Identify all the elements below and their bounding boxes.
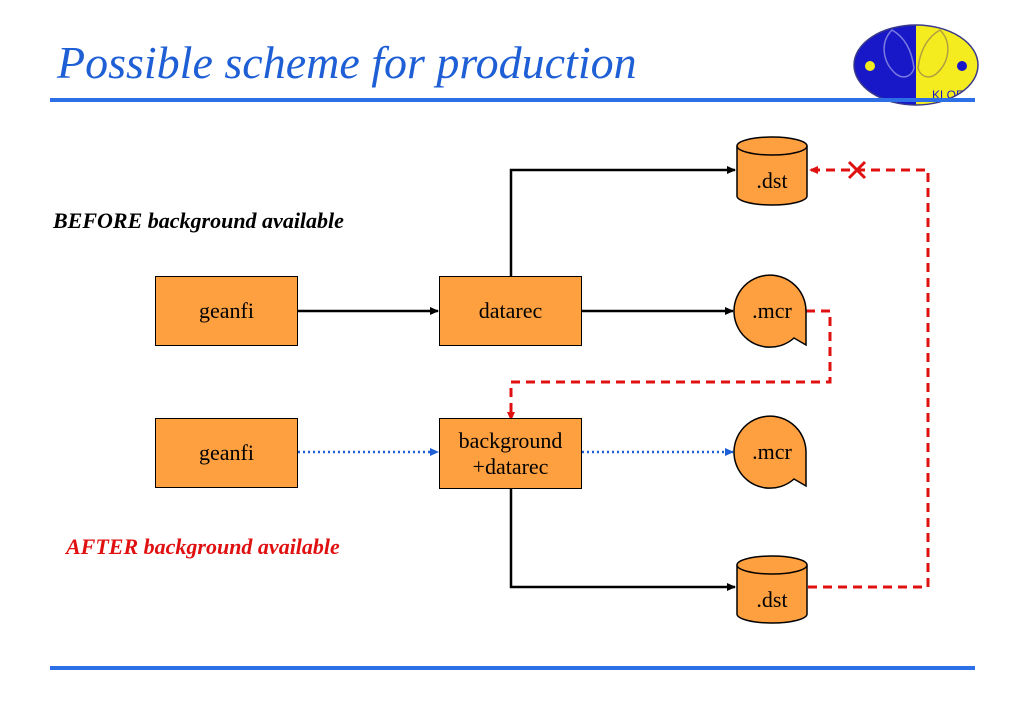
footer-rule [50,666,975,670]
cross-mark [847,160,867,180]
after-label: AFTER background available [66,534,340,559]
dashed-arrow-mcr-to-bg-datarec [507,309,832,421]
dst-cylinder-bottom [736,555,808,624]
geanfi-box-after: geanfi [155,418,298,488]
datarec-box: datarec [439,276,582,346]
geanfi-box-before: geanfi [155,276,298,346]
arrow-bg-datarec-to-dst [509,489,736,591]
mcr-tape-bottom [733,415,807,489]
background-datarec-line1: background [458,428,563,454]
dashed-arrow-dst-to-dst [808,166,930,589]
title-underline [50,98,975,102]
dst-cylinder-top [736,136,808,206]
kloe-logo: KLOE [853,24,979,106]
background-datarec-line2: +datarec [472,453,549,479]
page-title: Possible scheme for production [57,37,637,88]
background-datarec-box: background +datarec [439,418,582,489]
before-label: BEFORE background available [53,208,344,233]
arrow-datarec-to-dst [509,166,736,276]
mcr-tape-top [733,274,807,348]
